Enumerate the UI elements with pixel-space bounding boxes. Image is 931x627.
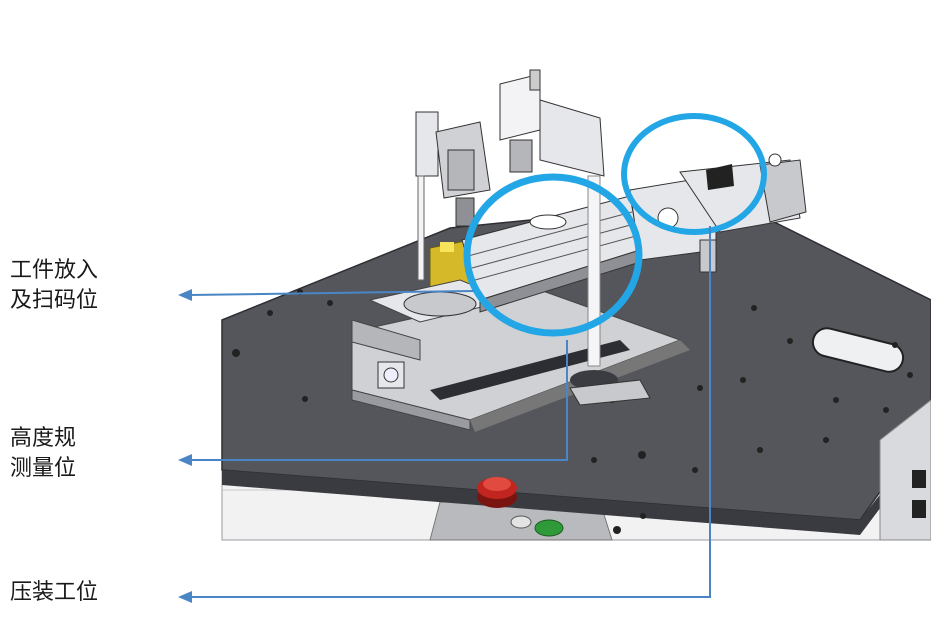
callout-press-arrow xyxy=(178,591,192,603)
callout-press xyxy=(190,226,711,598)
label-height-station: 高度规 测量位 xyxy=(10,424,76,484)
callout-height xyxy=(190,340,568,461)
press-station xyxy=(629,153,807,273)
label-height-line2: 测量位 xyxy=(10,456,77,481)
plate-slot xyxy=(811,327,905,373)
callout-height-arrow xyxy=(178,454,192,466)
label-loading-station: 工件放入 及扫码位 xyxy=(10,256,98,316)
height-gauge xyxy=(499,69,651,406)
highlight-circle-press xyxy=(621,113,767,235)
callout-loading-arrow xyxy=(178,289,192,301)
start-button xyxy=(534,519,564,537)
label-loading-line2: 及扫码位 xyxy=(10,288,99,313)
highlight-circle-loading xyxy=(463,173,643,337)
callout-loading xyxy=(189,290,475,296)
label-height-line1: 高度规 xyxy=(10,426,77,451)
label-press-station: 压装工位 xyxy=(10,578,98,608)
label-press-line1: 压装工位 xyxy=(10,580,99,605)
emergency-stop-button xyxy=(477,477,517,508)
side-extrusion xyxy=(879,399,931,541)
indicator-lamp xyxy=(510,515,532,529)
label-loading-line1: 工件放入 xyxy=(10,258,99,283)
left-cylinder xyxy=(415,111,491,281)
